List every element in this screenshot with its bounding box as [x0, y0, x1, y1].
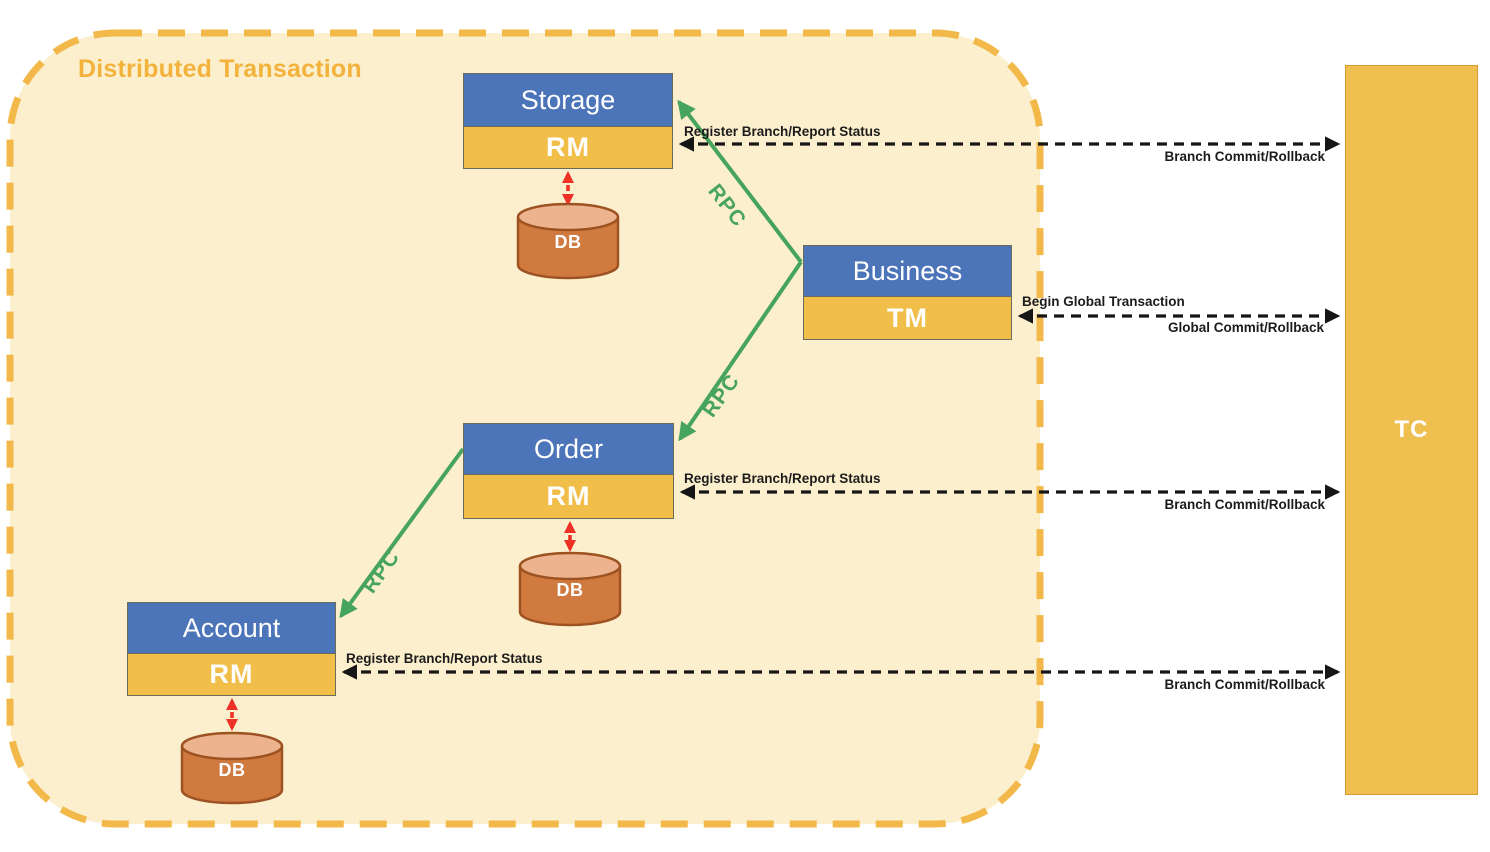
rpc-edge-business-storage — [677, 99, 803, 264]
business-tm-band: TM — [804, 297, 1011, 339]
storage-rm-band: RM — [464, 127, 672, 168]
storage-node: Storage RM — [463, 73, 673, 169]
order-rm-band: RM — [464, 475, 673, 518]
business-header: Business — [804, 246, 1011, 297]
business-node: Business TM — [803, 245, 1012, 340]
order-register-label: Register Branch/Report Status — [684, 471, 881, 486]
storage-commit-label: Branch Commit/Rollback — [1164, 149, 1325, 164]
account-rm-band: RM — [128, 654, 335, 695]
order-commit-label: Branch Commit/Rollback — [1164, 497, 1325, 512]
storage-register-label: Register Branch/Report Status — [684, 124, 881, 139]
account-db-cylinder — [180, 731, 284, 805]
storage-db-cylinder — [516, 202, 620, 280]
order-header: Order — [464, 424, 673, 475]
rpc-edge-business-order — [678, 260, 803, 442]
rpc-edge-order-account — [339, 447, 465, 619]
begin-global-label: Begin Global Transaction — [1022, 294, 1185, 309]
order-node: Order RM — [463, 423, 674, 519]
order-db-label: DB — [556, 580, 584, 600]
global-commit-label: Global Commit/Rollback — [1167, 320, 1324, 335]
account-node: Account RM — [127, 602, 336, 696]
order-db-cylinder — [518, 551, 622, 627]
account-header: Account — [128, 603, 335, 654]
storage-header: Storage — [464, 74, 672, 127]
account-db-label: DB — [218, 760, 246, 780]
diagram-title: Distributed Transaction — [78, 55, 362, 83]
storage-db-label: DB — [554, 232, 582, 252]
account-commit-label: Branch Commit/Rollback — [1164, 677, 1325, 692]
account-register-label: Register Branch/Report Status — [346, 651, 543, 666]
tc-node: TC — [1345, 65, 1478, 795]
